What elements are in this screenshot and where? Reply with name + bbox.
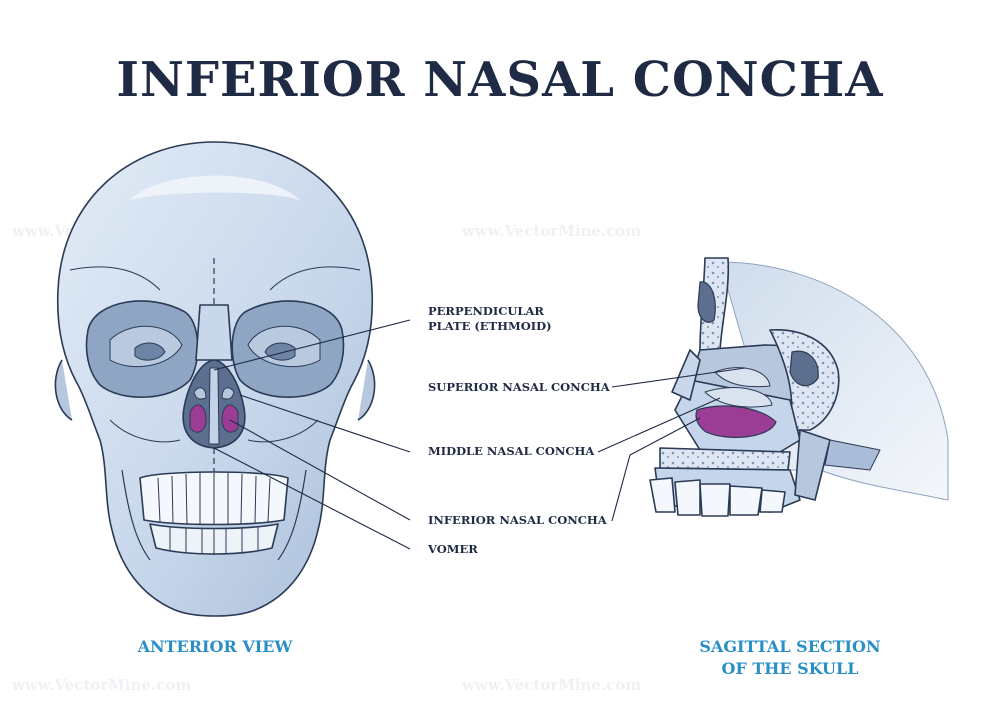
page-title: INFERIOR NASAL CONCHA — [116, 52, 884, 108]
label-perpendicular-plate: PERPENDICULAR PLATE (ETHMOID) — [428, 304, 552, 334]
label-superior-nasal-concha: SUPERIOR NASAL CONCHA — [428, 380, 610, 394]
right-inferior-concha — [221, 404, 239, 433]
anterior-skull — [54, 141, 376, 617]
caption-sagittal-section: SAGITTAL SECTION OF THE SKULL — [640, 636, 940, 680]
label-inferior-nasal-concha: INFERIOR NASAL CONCHA — [428, 513, 607, 527]
sagittal-skull — [649, 257, 949, 517]
watermark: www.VectorMine.com — [462, 676, 642, 694]
caption-sagittal-line2: OF THE SKULL — [721, 659, 859, 678]
hard-palate-section — [659, 447, 791, 471]
label-middle-nasal-concha: MIDDLE NASAL CONCHA — [428, 444, 595, 458]
leader-lines-anterior — [213, 319, 411, 550]
caption-anterior-view: ANTERIOR VIEW — [137, 637, 293, 656]
label-vomer: VOMER — [428, 542, 478, 556]
label-perpendicular-plate-line1: PERPENDICULAR — [428, 304, 544, 318]
caption-sagittal-line1: SAGITTAL SECTION — [699, 637, 881, 656]
label-perpendicular-plate-line2: PLATE (ETHMOID) — [428, 319, 552, 333]
watermark: www.VectorMine.com — [462, 222, 642, 240]
left-inferior-concha — [189, 404, 207, 433]
leader-lines-sagittal — [597, 367, 746, 522]
watermark: www.VectorMine.com — [12, 676, 192, 694]
sagittal-inferior-concha — [695, 405, 777, 439]
